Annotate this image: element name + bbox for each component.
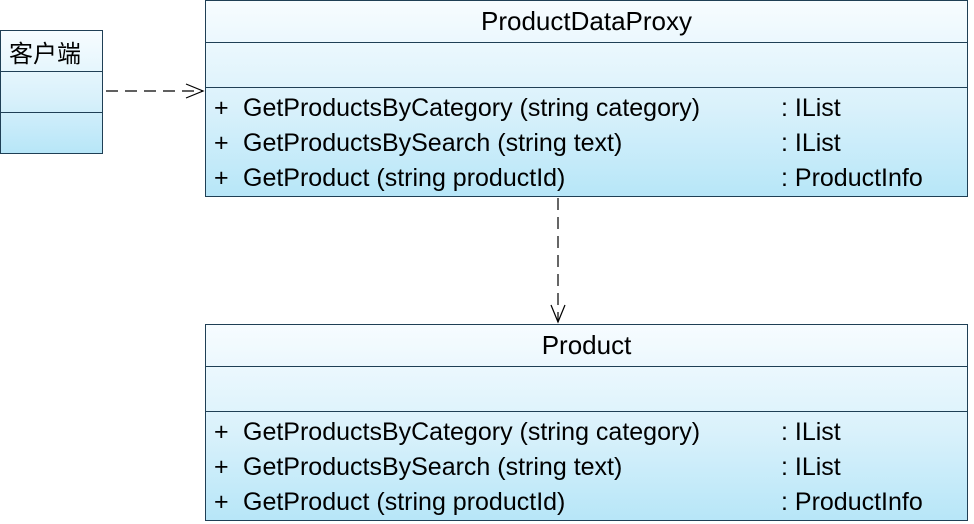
proxy-class-name: ProductDataProxy [481,6,692,36]
proxy-attributes-compartment [206,43,967,88]
method-signature: GetProduct (string productId) [243,164,566,192]
product-method-row: + GetProduct (string productId) : Produc… [206,485,967,520]
product-methods-compartment: + GetProductsByCategory (string category… [206,412,967,520]
client-class-name: 客户端 [9,39,81,68]
proxy-method-row: + GetProduct (string productId) : Produc… [206,161,967,196]
proxy-method-row: + GetProductsBySearch (string text) : IL… [206,126,967,161]
method-return-type: : ProductInfo [781,164,923,192]
method-signature: GetProductsByCategory (string category) [243,418,701,446]
method-signature: GetProductsByCategory (string category) [243,94,701,122]
method-visibility: + [214,453,229,481]
method-return-type: : ProductInfo [781,488,923,516]
method-return-type: : IList [781,94,841,122]
method-return-type: : IList [781,418,841,446]
client-class[interactable]: 客户端 [0,30,103,154]
product-class[interactable]: Product + GetProductsByCategory (string … [205,324,968,521]
proxy-methods-compartment: + GetProductsByCategory (string category… [206,88,967,196]
method-visibility: + [214,94,229,122]
method-visibility: + [214,488,229,516]
client-methods-compartment [1,113,102,153]
client-attributes-compartment [1,72,102,113]
method-visibility: + [214,164,229,192]
method-return-type: : IList [781,453,841,481]
method-signature: GetProductsBySearch (string text) [243,453,623,481]
proxy-class[interactable]: ProductDataProxy + GetProductsByCategory… [205,0,968,197]
product-class-name-compartment: Product [206,325,967,367]
product-attributes-compartment [206,367,967,412]
client-class-name-compartment: 客户端 [1,31,102,72]
product-method-row: + GetProductsBySearch (string text) : IL… [206,450,967,485]
product-method-row: + GetProductsByCategory (string category… [206,415,967,450]
method-signature: GetProduct (string productId) [243,488,566,516]
method-visibility: + [214,418,229,446]
method-signature: GetProductsBySearch (string text) [243,129,623,157]
method-visibility: + [214,129,229,157]
client-to-proxy-dependency[interactable] [106,83,205,99]
proxy-to-product-dependency[interactable] [550,198,566,324]
proxy-method-row: + GetProductsByCategory (string category… [206,91,967,126]
product-class-name: Product [541,330,632,360]
method-return-type: : IList [781,129,841,157]
proxy-class-name-compartment: ProductDataProxy [206,1,967,43]
